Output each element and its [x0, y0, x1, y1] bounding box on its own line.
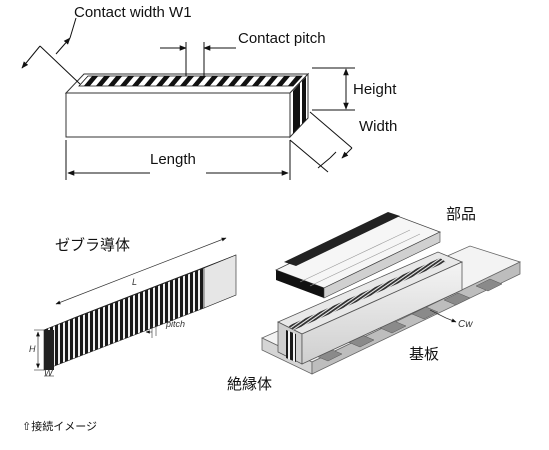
length-dimension	[65, 140, 291, 180]
part-label: 部品	[446, 205, 477, 223]
connection-image-caption: ⇧接続イメージ	[22, 420, 97, 433]
connection-illustration	[261, 212, 522, 375]
zebra-conductor-illustration	[34, 237, 237, 377]
dimension-block	[64, 72, 310, 139]
height-dimension	[312, 67, 355, 111]
pitch-label: pitch	[166, 319, 186, 329]
cw-label: Cw	[458, 319, 473, 330]
substrate-label: 基板	[409, 345, 440, 363]
contact-width-label: Contact width W1	[74, 4, 192, 21]
insulator-label: 絶縁体	[227, 375, 273, 393]
height-label: Height	[353, 81, 397, 98]
width-w-label: W	[44, 368, 53, 378]
zebra-conductor-title: ゼブラ導体	[55, 236, 131, 254]
contact-pitch-dimension	[160, 42, 236, 76]
length-label: Length	[150, 151, 196, 168]
contact-width-dimension	[21, 17, 81, 85]
width-dimension	[289, 111, 353, 173]
contact-pitch-label: Contact pitch	[238, 30, 326, 47]
width-label: Width	[359, 118, 398, 135]
length-l-label: L	[132, 277, 138, 287]
height-h-label: H	[29, 344, 36, 354]
